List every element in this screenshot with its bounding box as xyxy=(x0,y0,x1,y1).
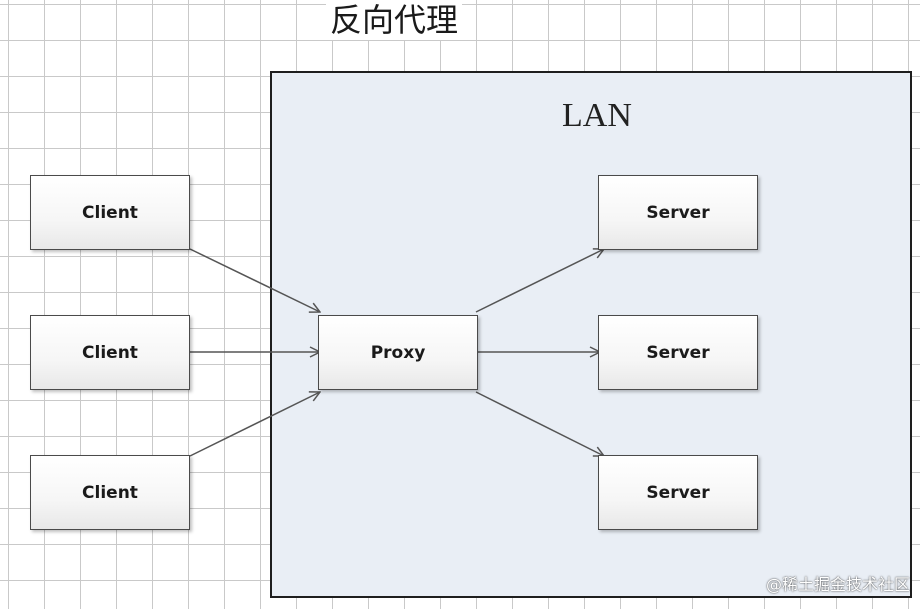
client-box-2: Client xyxy=(30,315,190,390)
client-box-1: Client xyxy=(30,175,190,250)
lan-label: LAN xyxy=(562,97,632,134)
server-box-2: Server xyxy=(598,315,758,390)
diagram-title: 反向代理 xyxy=(326,0,463,40)
client-box-3: Client xyxy=(30,455,190,530)
server-box-1: Server xyxy=(598,175,758,250)
server-box-3: Server xyxy=(598,455,758,530)
proxy-box: Proxy xyxy=(318,315,478,390)
watermark: @稀土掘金技术社区 xyxy=(765,575,910,594)
